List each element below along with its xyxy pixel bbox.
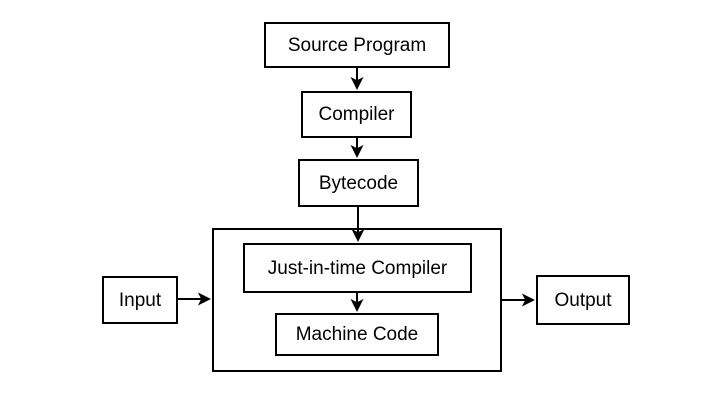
node-output: Output: [536, 275, 630, 325]
node-bytecode: Bytecode: [298, 159, 419, 207]
node-machine-code: Machine Code: [275, 313, 439, 356]
node-compiler: Compiler: [301, 91, 412, 138]
node-input: Input: [102, 276, 178, 324]
node-source-program: Source Program: [264, 22, 450, 68]
node-jit-compiler: Just-in-time Compiler: [243, 243, 472, 293]
